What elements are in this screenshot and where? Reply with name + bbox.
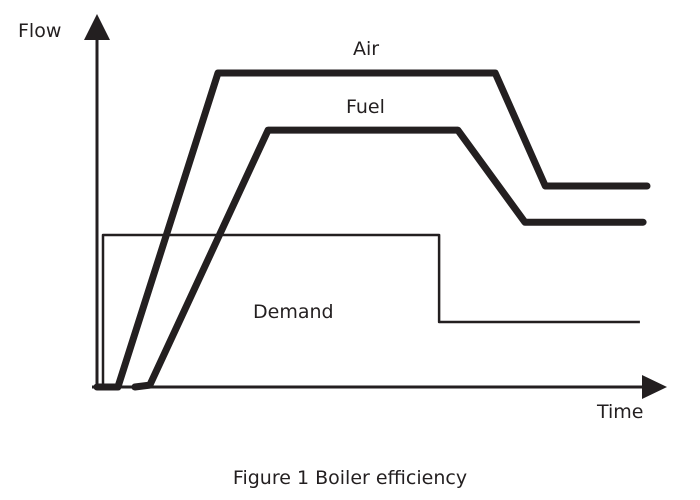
series-label-fuel: Fuel	[346, 96, 385, 118]
x-axis-label: Time	[596, 401, 644, 423]
y-axis-arrow-icon	[84, 14, 110, 40]
series-line-fuel	[131, 126, 647, 391]
x-axis-arrow-icon	[642, 375, 667, 399]
y-axis-label: Flow	[18, 20, 61, 42]
figure-caption: Figure 1 Boiler efficiency	[233, 467, 467, 489]
series-line-air	[93, 69, 651, 391]
axes	[84, 14, 667, 399]
series-layer	[93, 69, 651, 391]
series-line-demand	[101, 233, 640, 387]
series-label-air: Air	[353, 38, 379, 60]
series-label-demand: Demand	[253, 301, 334, 323]
